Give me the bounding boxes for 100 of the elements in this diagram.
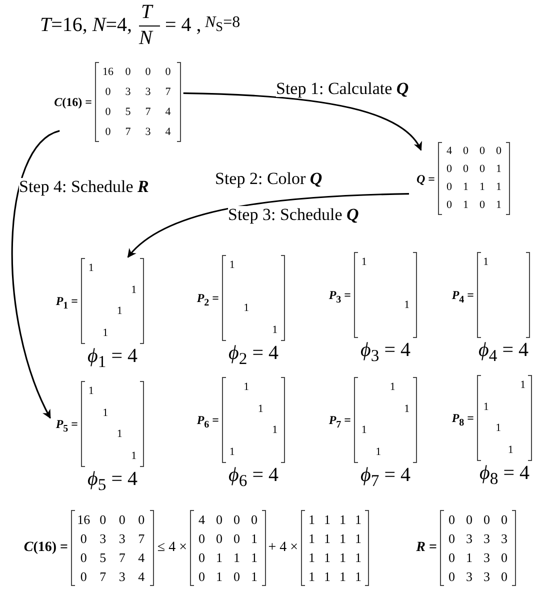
formula-text: N [139,27,152,49]
phi-value: ϕ$_{2}$ = 4 [228,343,280,368]
matrix-entry: 0 [164,66,172,78]
matrix-entry: 1 [87,263,95,274]
matrix-entry: 0 [104,126,112,138]
matrix-entry: 1 [323,570,332,583]
matrix-entry: 1 [462,200,470,212]
matrix-entry: 3 [98,532,108,545]
matrix-name: P$_{6}$ = [196,412,219,430]
matrix-entry: 0 [478,146,486,157]
matrix-name: C(16) = [22,539,68,557]
matrix-entry: 3 [118,570,126,583]
matrix-name: P$_{3}$ = [328,287,351,305]
matrix-name: + 4 × [267,539,298,557]
matrix-entry: 1 [478,182,486,194]
matrix-entry: 0 [448,551,456,564]
matrix-entry: 1 [87,386,95,398]
matrix-entry: 1 [308,532,316,545]
matrix-entry: 1 [354,532,362,545]
formula-text: N$_{S}$=8 [205,14,240,35]
matrix-entry: 1 [116,429,124,440]
matrix-entry: 0 [79,551,88,564]
matrix-entry: 1 [250,570,258,583]
matrix-entry: 0 [448,513,456,526]
matrix-name: Q = [415,170,435,188]
phi-value: ϕ$_{8}$ = 4 [478,463,530,488]
phi-value: ϕ$_{6}$ = 4 [228,465,280,490]
matrix-entry: 1 [130,450,138,462]
matrix-entry: 1 [102,408,110,419]
matrix-entry: 0 [500,513,508,526]
matrix-entry: 0 [144,66,152,78]
matrix-entry: 7 [118,551,126,564]
matrix-entry: 1 [462,182,470,194]
curved-arrow [127,193,410,258]
matrix-entry: 0 [495,146,502,157]
matrix-entry: 5 [124,106,132,118]
matrix-entry: 0 [462,164,470,175]
matrix-entry: 1 [271,425,279,436]
matrix-entry: 1 [338,513,347,526]
curved-arrow [11,130,60,419]
matrix-entry: 1 [215,551,224,564]
matrix-entry: 7 [98,570,108,583]
matrix-entry: 1 [323,513,332,526]
matrix-entry: 0 [232,513,241,526]
matrix-entry: 5 [98,551,108,564]
matrix-entry: 0 [198,532,206,545]
matrix-entry: 1 [465,551,474,564]
matrix-entry: 1 [308,551,316,564]
matrix-equation [266,510,370,586]
matrix-entry: 1 [482,257,490,268]
matrix-entry: 3 [144,86,152,98]
matrix-entry: 0 [478,200,486,212]
step-label: Step 3: Schedule Q [228,206,359,225]
matrix-entry: 0 [448,570,456,583]
matrix-entry: 0 [124,66,132,78]
matrix-entry: 1 [215,570,224,583]
matrix-entry: 0 [500,570,508,583]
matrix-entry: 4 [137,551,146,564]
phi-value: ϕ$_{7}$ = 4 [360,465,412,490]
matrix-entry: 3 [500,532,508,545]
matrix-name: ≤ 4 × [156,539,187,557]
matrix-entry: 0 [79,570,88,583]
matrix-name: P$_{7}$ = [328,412,351,430]
phi-value: ϕ$_{4}$ = 4 [478,340,530,365]
matrix-entry: 0 [232,532,241,545]
matrix-entry: 1 [360,425,368,436]
matrix-name: P$_{2}$ = [196,290,219,308]
matrix-entry: 1 [250,551,258,564]
phi-value: ϕ$_{3}$ = 4 [360,340,412,365]
matrix-entry: 0 [118,513,126,526]
matrix-name: C(16) = [53,94,92,111]
matrix-entry: 0 [448,532,456,545]
matrix-entry: 1 [495,164,502,175]
matrix-entry: 1 [232,551,241,564]
matrix-entry: 7 [137,532,146,545]
matrix-entry: 0 [215,513,224,526]
matrix-entry: 0 [215,532,224,545]
matrix-name: P$_{1}$ = [54,293,78,311]
matrix-entry: 4 [137,570,146,583]
matrix-entry: 0 [104,106,112,118]
matrix-entry: 3 [465,570,474,583]
formula-text: T=16, N=4, [40,14,132,36]
matrix-name: P$_{5}$ = [54,416,78,434]
matrix-entry: 3 [465,532,474,545]
matrix-entry: 1 [242,303,250,314]
matrix-name: R = [415,539,437,557]
matrix-entry: 0 [232,570,241,583]
matrix-entry: 1 [374,446,382,458]
matrix-entry: 0 [500,551,508,564]
matrix-entry: 0 [98,513,108,526]
matrix-entry: 16 [76,513,92,526]
matrix-entry: 0 [446,200,453,212]
matrix-entry: 0 [104,86,112,98]
matrix-entry: 7 [124,126,132,138]
matrix-entry: 3 [482,570,491,583]
edge-label: Step 1: Calculate Q [276,80,409,97]
matrix-entry: 0 [446,182,453,194]
matrix-entry: 1 [250,532,258,545]
matrix-entry: 1 [403,404,411,415]
matrix-entry: 0 [79,532,88,545]
